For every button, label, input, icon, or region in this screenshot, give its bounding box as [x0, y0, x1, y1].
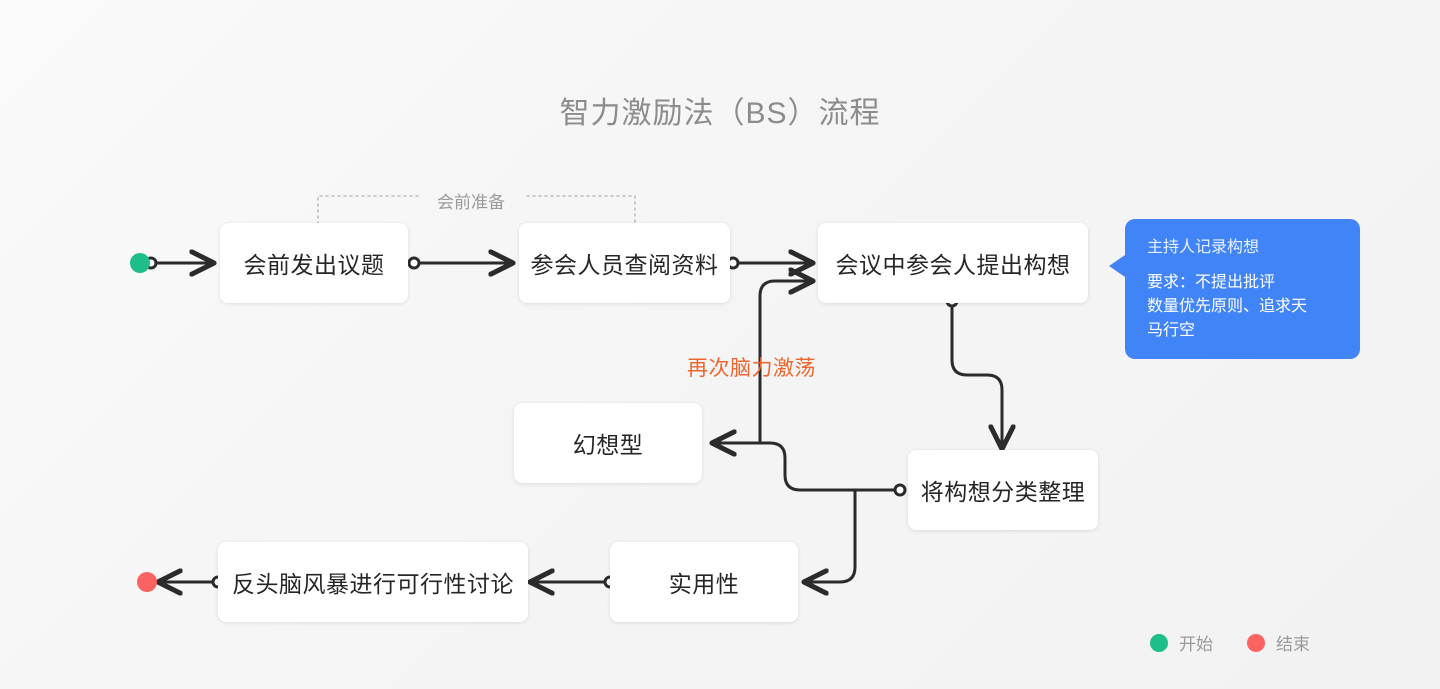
edge-label-rebrainstorm: 再次脑力激荡 — [687, 357, 816, 380]
node-reverse-brainstorm-feasibility[interactable]: 反头脑风暴进行可行性讨论 — [218, 542, 528, 622]
callout-heading: 主持人记录构想 — [1147, 239, 1260, 256]
node-categorize-ideas[interactable]: 将构想分类整理 — [908, 450, 1098, 530]
legend-dot-start-icon — [1150, 633, 1168, 652]
node-label: 实用性 — [668, 571, 740, 597]
callout-tail — [1109, 255, 1125, 277]
node-label: 反头脑风暴进行可行性讨论 — [232, 571, 514, 597]
node-attendees-propose-ideas[interactable]: 会议中参会人提出构想 — [818, 223, 1088, 303]
node-label: 将构想分类整理 — [920, 479, 1086, 505]
end-terminal-dot — [137, 572, 157, 592]
start-terminal-dot — [130, 253, 150, 273]
callout-line: 要求：不提出批评 — [1147, 274, 1276, 291]
node-label: 会议中参会人提出构想 — [835, 252, 1071, 278]
callout-line: 马行空 — [1147, 322, 1196, 339]
node-attendees-review-material[interactable]: 参会人员查阅资料 — [519, 223, 730, 303]
legend-item-end: 结束 — [1247, 630, 1310, 655]
legend-label: 结束 — [1276, 635, 1310, 654]
legend-dot-end-icon — [1247, 633, 1265, 652]
node-practicality[interactable]: 实用性 — [610, 542, 798, 622]
callout-line: 数量优先原则、追求天 — [1147, 298, 1308, 315]
page-title: 智力激励法（BS）流程 — [559, 97, 881, 130]
node-label: 幻想型 — [572, 432, 644, 458]
legend-item-start: 开始 — [1150, 630, 1213, 655]
node-pre-meeting-topic[interactable]: 会前发出议题 — [220, 223, 408, 303]
node-label: 会前发出议题 — [243, 252, 385, 278]
legend-label: 开始 — [1179, 635, 1213, 654]
legend: 开始 结束 — [1150, 630, 1310, 655]
node-fantasy-type[interactable]: 幻想型 — [514, 403, 702, 483]
group-label-pre-meeting: 会前准备 — [437, 193, 505, 212]
node-label: 参会人员查阅资料 — [530, 252, 719, 278]
callout-body: 要求：不提出批评 数量优先原则、追求天 马行空 — [1147, 271, 1338, 343]
callout-host-records-ideas: 主持人记录构想 要求：不提出批评 数量优先原则、追求天 马行空 — [1109, 219, 1360, 359]
